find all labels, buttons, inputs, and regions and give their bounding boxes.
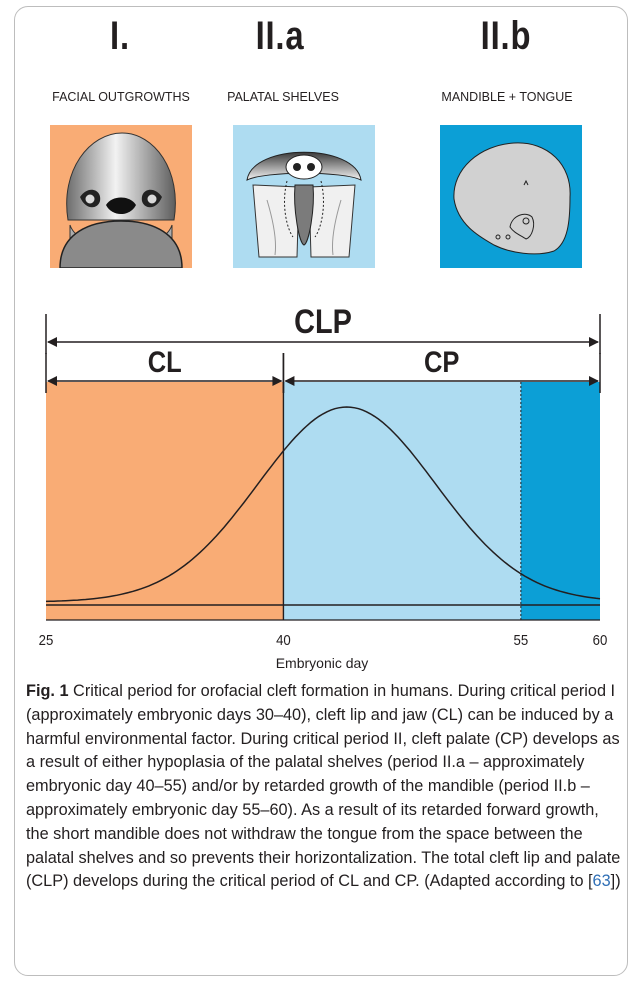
- span-0-right-arrow: [589, 337, 599, 347]
- tick-layer: 25 40 55 60: [39, 631, 608, 648]
- figure-label: Fig. 1: [26, 682, 69, 700]
- caption-text: Critical period for orofacial cleft form…: [26, 682, 620, 890]
- span-label-clp: CLP: [294, 302, 352, 341]
- caption-tail: ]): [611, 872, 621, 890]
- region-3: [521, 382, 600, 620]
- span-label-cl: CL: [148, 345, 182, 378]
- region-layer: [46, 382, 600, 620]
- critical-period-chart: CLP CL CP 25 40 55 60 Embryonic day: [0, 0, 636, 680]
- tick-label-40: 40: [276, 631, 291, 648]
- region-2: [283, 382, 520, 620]
- reference-link[interactable]: 63: [593, 872, 611, 890]
- span-0-left-arrow: [47, 337, 57, 347]
- span-layer: CLP CL CP: [46, 302, 600, 393]
- span-label-cp: CP: [424, 345, 459, 378]
- tick-label-25: 25: [39, 631, 54, 648]
- figure-caption: Fig. 1 Critical period for orofacial cle…: [26, 680, 622, 894]
- region-1: [46, 382, 283, 620]
- x-axis-label: Embryonic day: [276, 655, 369, 671]
- tick-label-55: 55: [514, 631, 529, 648]
- tick-label-60: 60: [593, 631, 608, 648]
